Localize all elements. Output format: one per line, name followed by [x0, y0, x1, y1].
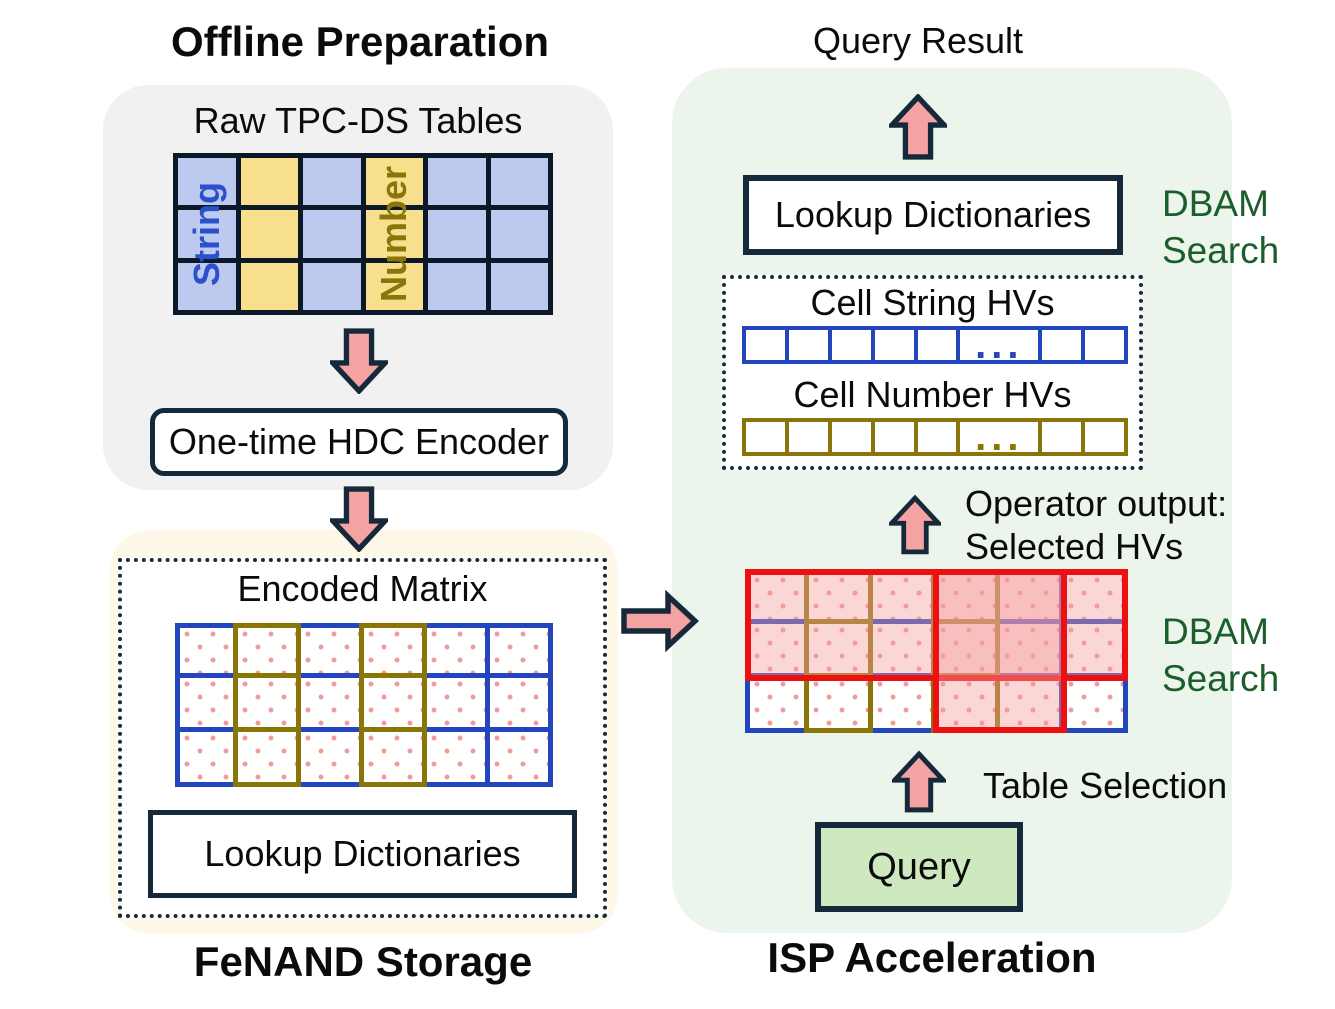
- lookup-dictionaries-box-result: Lookup Dictionaries: [743, 175, 1123, 255]
- selected-columns-highlight: [933, 569, 1067, 733]
- matrix-cell: [485, 672, 553, 733]
- raw-tpcds-table-grid: [173, 153, 553, 315]
- matrix-cell: [745, 673, 809, 733]
- hv-cell: [784, 422, 828, 452]
- hv-cell: [870, 422, 914, 452]
- hv-cell: [913, 422, 957, 452]
- hv-cell: ...: [956, 325, 1038, 365]
- dbam-line: DBAM: [1162, 183, 1269, 224]
- dbam-line: DBAM: [1162, 611, 1269, 652]
- matrix-cell: [803, 618, 873, 679]
- cell-string-hvs-label: Cell String HVs: [810, 282, 1055, 323]
- dbam-search-label-mid: DBAM Search: [1162, 608, 1322, 702]
- search-line: Search: [1162, 230, 1280, 271]
- matrix-cell: [422, 672, 490, 733]
- matrix-cell: [303, 262, 361, 310]
- hv-cell: [1081, 330, 1124, 360]
- arrow-down-icon: [330, 328, 388, 394]
- hv-cell: [746, 422, 785, 452]
- matrix-cell: [803, 673, 873, 733]
- lookup-dictionaries-box-storage: Lookup Dictionaries: [148, 810, 577, 898]
- matrix-cell: [428, 262, 486, 310]
- table-selection-label: Table Selection: [983, 765, 1228, 806]
- query-label: Query: [867, 845, 971, 888]
- string-column-label: String: [186, 182, 227, 286]
- lookup-dictionaries-label: Lookup Dictionaries: [774, 194, 1092, 235]
- hv-cell: [1081, 422, 1124, 452]
- matrix-cell: [175, 623, 238, 678]
- matrix-cell: [365, 158, 423, 206]
- matrix-cell: [485, 727, 553, 787]
- matrix-cell: [178, 158, 236, 206]
- encoder-label: One-time HDC Encoder: [168, 421, 550, 462]
- encoded-matrix-label: Encoded Matrix: [237, 568, 488, 609]
- search-line: Search: [1162, 658, 1280, 699]
- matrix-cell: [296, 727, 364, 787]
- hv-cell: [870, 330, 914, 360]
- matrix-cell: [422, 623, 490, 678]
- matrix-cell: [422, 727, 490, 787]
- lookup-dictionaries-label: Lookup Dictionaries: [204, 833, 521, 874]
- matrix-cell: [178, 210, 236, 258]
- cell-string-hv-row: ...: [742, 325, 1128, 365]
- encoded-matrix-grid: [175, 623, 553, 787]
- matrix-cell: [303, 158, 361, 206]
- hv-cell: [746, 330, 785, 360]
- matrix-cell: [490, 210, 548, 258]
- matrix-cell: [240, 158, 298, 206]
- hv-cell: [913, 330, 957, 360]
- number-column-label: Number: [373, 165, 414, 303]
- hv-cell: [1038, 422, 1081, 452]
- matrix-cell: [365, 262, 423, 310]
- matrix-cell: [175, 672, 238, 733]
- selected-hv-grid-wrap: [745, 569, 1128, 733]
- matrix-cell: [233, 672, 301, 733]
- matrix-cell: [867, 673, 937, 733]
- matrix-cell: [233, 623, 301, 678]
- arrow-right-icon: [621, 590, 699, 652]
- matrix-cell: [359, 623, 427, 678]
- hv-cell: [827, 330, 871, 360]
- isp-acceleration-title: ISP Acceleration: [767, 934, 1097, 981]
- hv-cell: ...: [956, 417, 1038, 457]
- arrow-up-icon: [889, 492, 941, 558]
- matrix-cell: [175, 727, 238, 787]
- hv-cell: [827, 422, 871, 452]
- hv-cell: [1038, 330, 1081, 360]
- matrix-cell: [296, 623, 364, 678]
- matrix-cell: [178, 262, 236, 310]
- matrix-cell: [365, 210, 423, 258]
- operator-output-line1: Operator output:: [965, 483, 1228, 524]
- matrix-cell: [240, 210, 298, 258]
- matrix-cell: [490, 262, 548, 310]
- operator-output-line2: Selected HVs: [965, 526, 1184, 567]
- matrix-cell: [240, 262, 298, 310]
- one-time-hdc-encoder-box: One-time HDC Encoder: [150, 408, 568, 476]
- query-box: Query: [815, 822, 1023, 912]
- matrix-cell: [490, 158, 548, 206]
- dbam-search-label-top: DBAM Search: [1162, 180, 1322, 274]
- matrix-cell: [359, 672, 427, 733]
- operator-output-label: Operator output: Selected HVs: [965, 482, 1255, 568]
- hv-cell: [784, 330, 828, 360]
- arrow-up-icon: [889, 94, 947, 160]
- arrow-up-icon: [892, 750, 946, 814]
- matrix-cell: [303, 210, 361, 258]
- cell-number-hv-row: ...: [742, 417, 1128, 457]
- arrow-down-icon: [330, 486, 388, 552]
- matrix-cell: [428, 158, 486, 206]
- matrix-cell: [1059, 673, 1128, 733]
- matrix-cell: [359, 727, 427, 787]
- matrix-cell: [485, 623, 553, 678]
- offline-preparation-title: Offline Preparation: [170, 18, 550, 65]
- matrix-cell: [233, 727, 301, 787]
- matrix-cell: [296, 672, 364, 733]
- query-result-label: Query Result: [812, 20, 1024, 61]
- raw-tpcds-tables-label: Raw TPC-DS Tables: [193, 100, 523, 141]
- fenand-storage-title: FeNAND Storage: [193, 938, 533, 985]
- cell-number-hvs-label: Cell Number HVs: [793, 374, 1072, 415]
- matrix-cell: [428, 210, 486, 258]
